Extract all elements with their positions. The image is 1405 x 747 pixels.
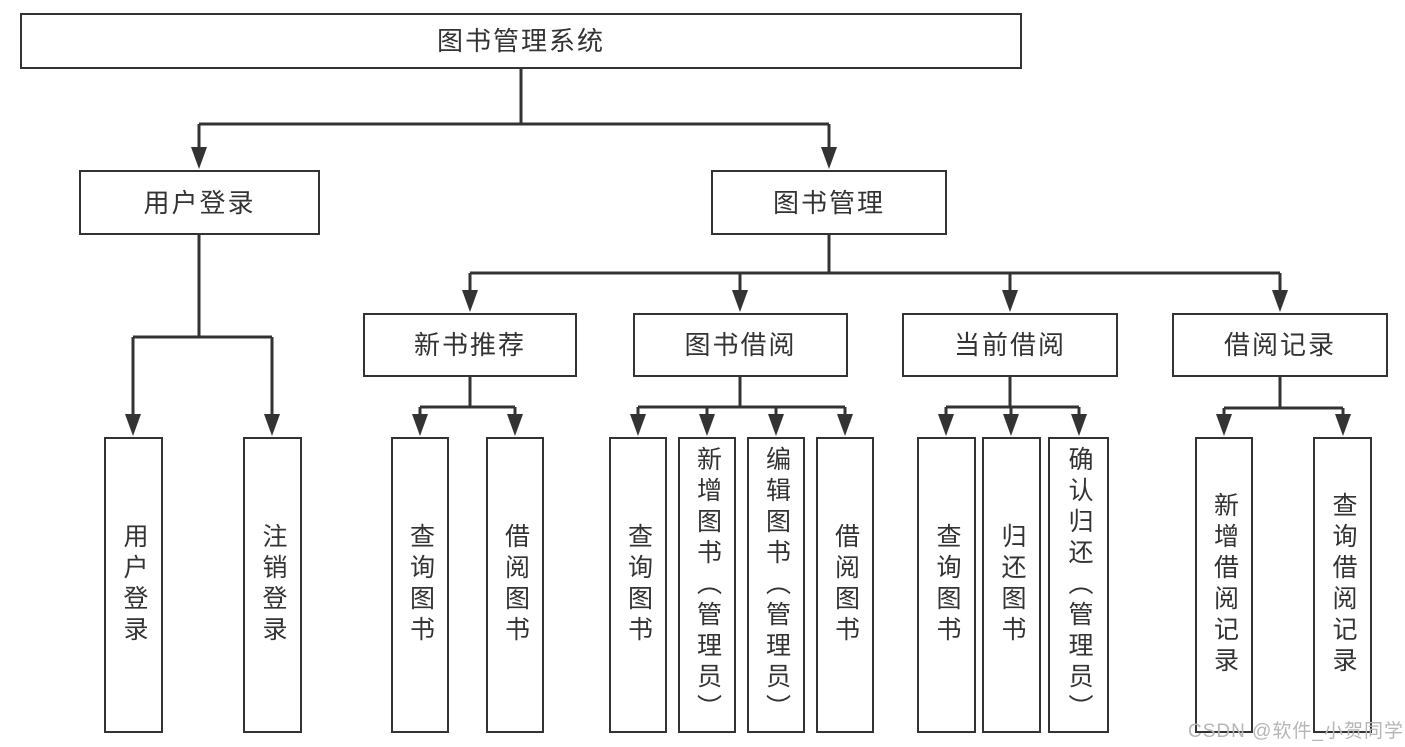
leaf-query-book: 查询图书 — [917, 437, 976, 733]
arrowhead — [938, 414, 954, 436]
leaf-add-book-admin: 新增图书（管理员） — [678, 437, 736, 733]
node-library-system: 图书管理系统 — [20, 13, 1022, 69]
arrowhead — [1272, 290, 1288, 312]
edge-records-to-leaves — [1222, 377, 1345, 417]
node-book-management: 图书管理 — [711, 170, 947, 235]
arrowhead — [837, 414, 853, 436]
leaf-edit-book-admin: 编辑图书（管理员） — [747, 437, 805, 733]
arrowhead — [125, 414, 141, 436]
leaf-query-borrow-record: 查询借阅记录 — [1313, 437, 1372, 733]
arrowhead — [1002, 290, 1018, 312]
node-current-borrow: 当前借阅 — [902, 313, 1118, 377]
arrowhead — [732, 290, 748, 312]
arrowhead — [699, 414, 715, 436]
leaf-borrow-book: 借阅图书 — [816, 437, 874, 733]
arrowhead — [462, 290, 478, 312]
csdn-watermark: CSDN @软件_小贺同学 — [1188, 721, 1404, 742]
edge-root-to-level2 — [197, 69, 831, 150]
leaf-user-login: 用户登录 — [104, 437, 163, 733]
node-user-login: 用户登录 — [79, 170, 320, 235]
leaf-query-book: 查询图书 — [391, 437, 449, 733]
arrowhead — [412, 414, 428, 436]
arrowhead — [1335, 414, 1351, 436]
arrowhead — [1071, 414, 1087, 436]
node-book-borrow: 图书借阅 — [633, 313, 848, 377]
arrowhead — [191, 147, 207, 169]
edge-borrow-to-leaves — [636, 377, 847, 417]
arrowhead — [507, 414, 523, 436]
node-borrow-records: 借阅记录 — [1172, 313, 1388, 377]
leaf-borrow-book: 借阅图书 — [486, 437, 544, 733]
leaf-return-book: 归还图书 — [982, 437, 1041, 733]
leaf-logout: 注销登录 — [243, 437, 302, 733]
edge-recommend-to-leaves — [418, 377, 517, 417]
arrowhead — [630, 414, 646, 436]
leaf-confirm-return-admin: 确认归还（管理员） — [1048, 437, 1109, 733]
edge-mgmt-to-level3 — [468, 235, 1282, 293]
node-new-book-recommend: 新书推荐 — [363, 313, 577, 377]
arrowhead — [768, 414, 784, 436]
leaf-add-borrow-record: 新增借阅记录 — [1195, 437, 1253, 733]
arrowhead — [1003, 414, 1019, 436]
leaf-query-book: 查询图书 — [609, 437, 667, 733]
arrowhead — [1216, 414, 1232, 436]
arrowhead — [264, 414, 280, 436]
arrowhead — [821, 147, 837, 169]
edge-current-to-leaves — [944, 377, 1081, 417]
edge-login-to-leaves — [131, 235, 274, 417]
